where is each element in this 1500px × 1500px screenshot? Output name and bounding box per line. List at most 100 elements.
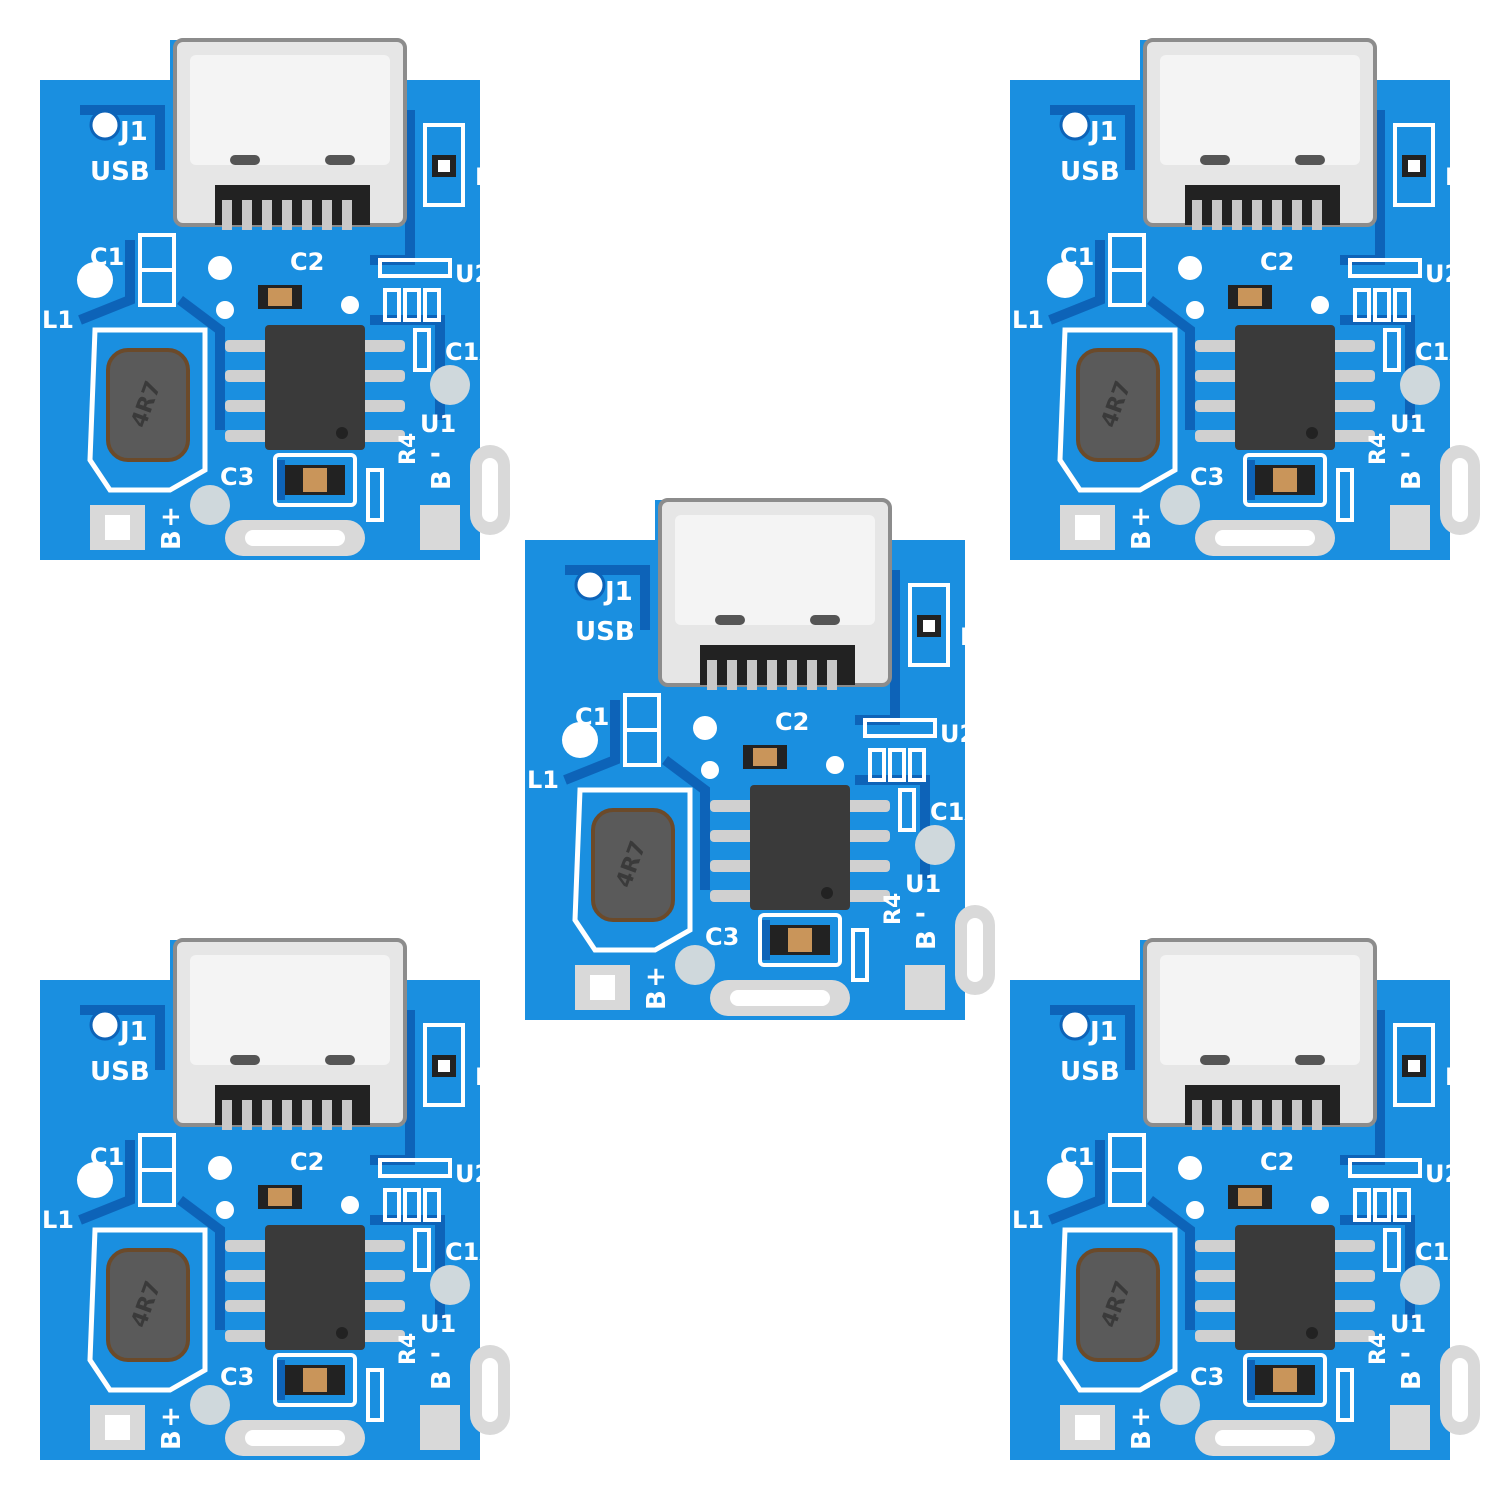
via-pad (1047, 1162, 1083, 1198)
test-pad (1400, 1265, 1440, 1305)
capacitor-c2 (1228, 285, 1272, 309)
label-u1: U1 (905, 870, 941, 898)
battery-negative-pad (420, 505, 460, 550)
via-pad (77, 262, 113, 298)
label-r4: R4 (1366, 433, 1391, 465)
label-b-negative: B (1397, 470, 1427, 490)
label-u1: U1 (420, 1310, 456, 1338)
via-pad (826, 756, 844, 774)
label-r0: R0 (960, 623, 995, 651)
pcb-module-bottom-left: 4R7 J (20, 900, 510, 1470)
inductor-l1: 4R7 (572, 787, 693, 953)
label-c1a: C1A (445, 338, 498, 366)
via-pad (1047, 262, 1083, 298)
label-l1: L1 (42, 1206, 74, 1234)
label-plus: + (160, 502, 182, 532)
label-c1a: C1A (445, 1238, 498, 1266)
label-b-positive: B (157, 1430, 187, 1450)
label-b-negative: B (427, 470, 457, 490)
label-u2: U2 (1425, 260, 1461, 288)
label-b-positive: B (642, 990, 672, 1010)
label-u1: U1 (1390, 410, 1426, 438)
pcb-module: 4R7 J (40, 938, 510, 1460)
pcb-module-bottom-right: 4R7 J (990, 900, 1480, 1470)
test-pad (1400, 365, 1440, 405)
label-usb: USB (1060, 157, 1120, 187)
label-c3: C3 (1190, 463, 1224, 491)
test-pad (915, 825, 955, 865)
capacitor-c2 (258, 1185, 302, 1209)
capacitor-c3 (1243, 453, 1327, 507)
u2-footprint (378, 1158, 452, 1272)
label-minus: - (915, 899, 926, 929)
via-pad (341, 1196, 359, 1214)
pcb-module: 4R7 J (525, 498, 995, 1020)
resistor-r0 (423, 1023, 465, 1107)
label-plus: + (160, 1402, 182, 1432)
via-pad (216, 1201, 234, 1219)
label-l1: L1 (1012, 1206, 1044, 1234)
label-c3: C3 (705, 923, 739, 951)
capacitor-c2 (1228, 1185, 1272, 1209)
via-pad (1311, 1196, 1329, 1214)
label-c1: C1 (1060, 1143, 1094, 1171)
resistor-r0 (423, 123, 465, 207)
test-pad (430, 1265, 470, 1305)
label-u2: U2 (1425, 1160, 1461, 1188)
label-j1: J1 (1088, 117, 1118, 147)
usb-c-connector (1143, 938, 1377, 1130)
test-pad (190, 1385, 230, 1425)
label-b-negative: B (912, 930, 942, 950)
via-pad (1178, 256, 1202, 280)
label-plus: + (1130, 1402, 1152, 1432)
label-minus: - (1400, 1339, 1411, 1369)
usb-c-connector (173, 938, 407, 1130)
u2-footprint (1348, 1158, 1422, 1272)
test-pad (1160, 1385, 1200, 1425)
mounting-hole (89, 109, 121, 141)
via-pad (208, 256, 232, 280)
battery-negative-pad (420, 1405, 460, 1450)
label-c2: C2 (775, 708, 809, 736)
label-b-negative: B (1397, 1370, 1427, 1390)
label-c2: C2 (1260, 1148, 1294, 1176)
label-b-negative: B (427, 1370, 457, 1390)
capacitor-c3 (758, 913, 842, 967)
usb-c-connector (1143, 38, 1377, 230)
label-c1: C1 (1060, 243, 1094, 271)
capacitor-c3 (1243, 1353, 1327, 1407)
pcb-module: 4R7 J (1010, 938, 1480, 1460)
label-minus: - (1400, 439, 1411, 469)
pcb-module: 4R7 J (1010, 38, 1480, 560)
label-usb: USB (575, 617, 635, 647)
resistor-r0 (1393, 123, 1435, 207)
label-r0: R0 (475, 163, 510, 191)
label-c1a: C1A (1415, 1238, 1468, 1266)
label-u2: U2 (940, 720, 976, 748)
label-u1: U1 (420, 410, 456, 438)
label-b-positive: B (1127, 530, 1157, 550)
label-u2: U2 (455, 260, 491, 288)
battery-negative-pad (905, 965, 945, 1010)
pcb-module-top-right: 4R7 J (990, 0, 1480, 570)
inductor-l1: 4R7 (1057, 1227, 1178, 1393)
label-u1: U1 (1390, 1310, 1426, 1338)
via-pad (701, 761, 719, 779)
label-c1: C1 (90, 243, 124, 271)
pcb-module-top-left: 4R7 J (20, 0, 510, 570)
label-usb: USB (90, 157, 150, 187)
label-c2: C2 (290, 248, 324, 276)
chip-u1 (1195, 1225, 1375, 1350)
via-pad (77, 1162, 113, 1198)
label-j1: J1 (118, 1017, 148, 1047)
test-pad (190, 485, 230, 525)
via-pad (216, 301, 234, 319)
label-c1a: C1A (1415, 338, 1468, 366)
resistor-r0 (908, 583, 950, 667)
label-r4: R4 (396, 433, 421, 465)
label-l1: L1 (527, 766, 559, 794)
test-pad (430, 365, 470, 405)
capacitor-c3 (273, 453, 357, 507)
chip-u1 (225, 1225, 405, 1350)
label-j1: J1 (118, 117, 148, 147)
